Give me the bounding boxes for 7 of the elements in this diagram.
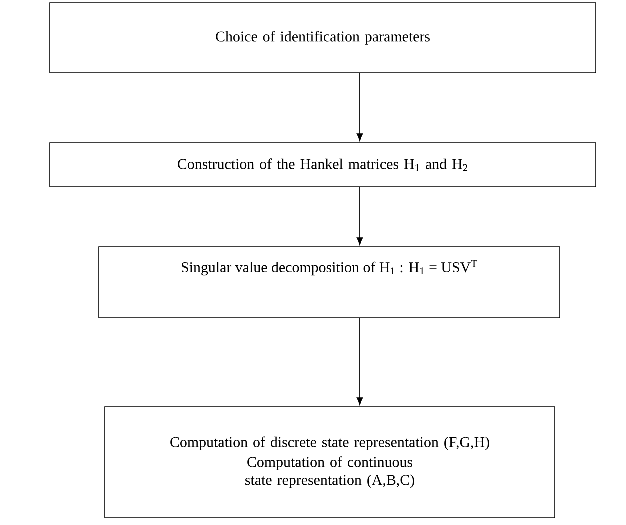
process-box: Singular value decomposition of H$_{1}$ : H$_{1}$ = USV$^{T}$ (98, 246, 560, 318)
arrow (356, 318, 364, 406)
process-box: Computation of discrete state representation (F,G,H) Computation of continuous state representation (A,B,C) (104, 406, 556, 518)
process-box: Choice of identification parameters (50, 2, 596, 74)
arrow (356, 72, 364, 142)
arrow (356, 186, 364, 246)
process-box: Construction of the Hankel matrices H$_{1}$ and H$_{2}$ (50, 142, 596, 188)
